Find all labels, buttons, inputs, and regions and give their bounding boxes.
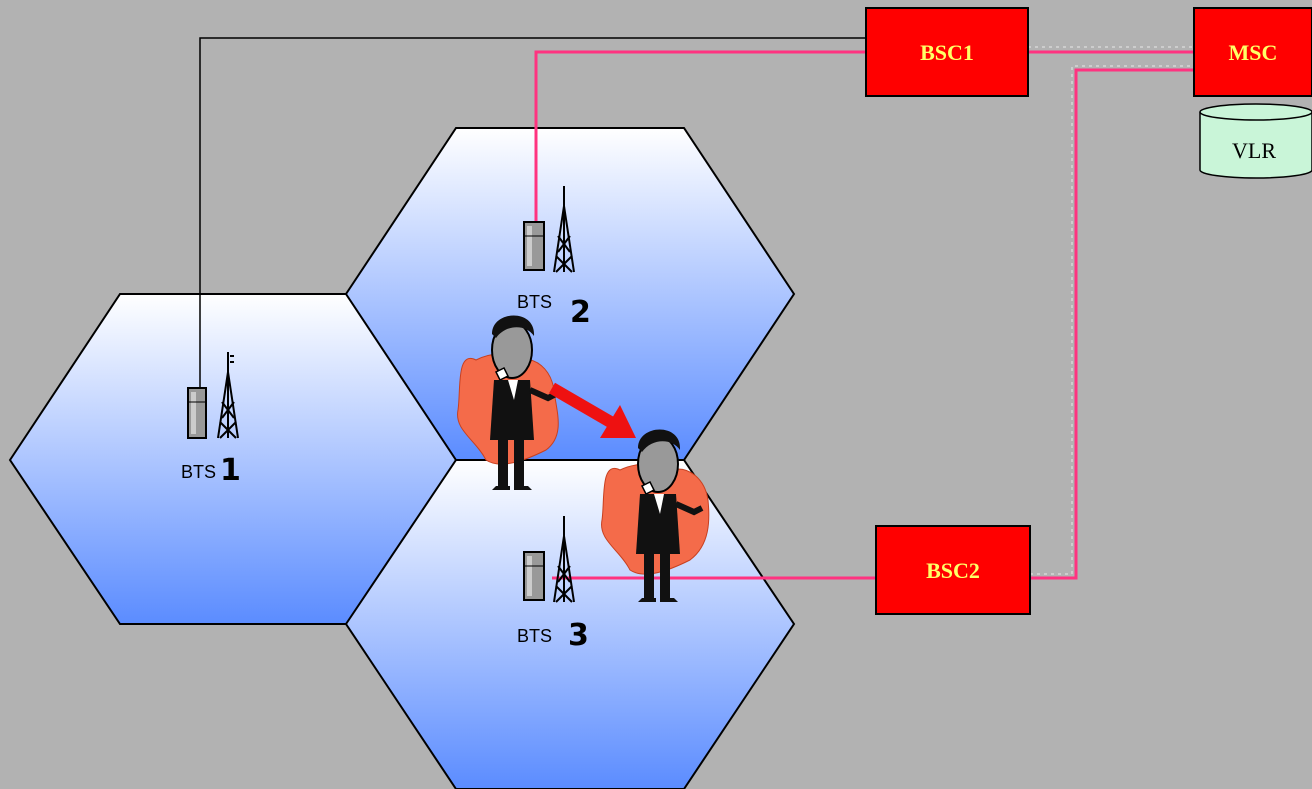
antenna-tower-icon	[553, 186, 575, 273]
bsc1-box[interactable]	[865, 7, 1029, 97]
bts3-number: 3	[568, 618, 589, 653]
bsc1-label: BSC1	[920, 40, 974, 65]
link-bts2-bsc1	[534, 50, 866, 224]
bsc2-box[interactable]	[875, 525, 1031, 615]
msc-box[interactable]	[1193, 7, 1312, 97]
vlr-label: VLR	[1232, 138, 1276, 163]
bts1-station[interactable]	[187, 352, 239, 439]
vlr-database-icon[interactable]: VLR	[1199, 103, 1312, 179]
bts3-label: BTS	[517, 626, 552, 646]
bts2-number: 2	[570, 295, 591, 330]
mobile-user-icon[interactable]	[601, 429, 710, 603]
link-bsc2-msc	[1030, 68, 1194, 580]
bts2-station[interactable]	[523, 186, 575, 273]
bts2-label: BTS	[517, 292, 552, 312]
base-station-cabinet-icon	[523, 221, 545, 271]
bts1-number: 1	[220, 453, 241, 488]
bts1-label: BTS	[181, 462, 216, 482]
link-bsc2-msc-dash	[1030, 65, 1194, 575]
mobile-user-icon[interactable]	[457, 315, 559, 491]
antenna-tower-icon	[553, 516, 575, 603]
link-bts1-bsc1	[199, 37, 866, 387]
bsc2-label: BSC2	[926, 558, 980, 583]
base-station-cabinet-icon	[523, 551, 545, 601]
base-station-cabinet-icon	[187, 387, 207, 439]
bts3-station[interactable]	[523, 516, 575, 603]
msc-label: MSC	[1229, 40, 1278, 65]
handover-arrow-icon	[548, 382, 636, 438]
antenna-tower-icon	[217, 352, 239, 439]
